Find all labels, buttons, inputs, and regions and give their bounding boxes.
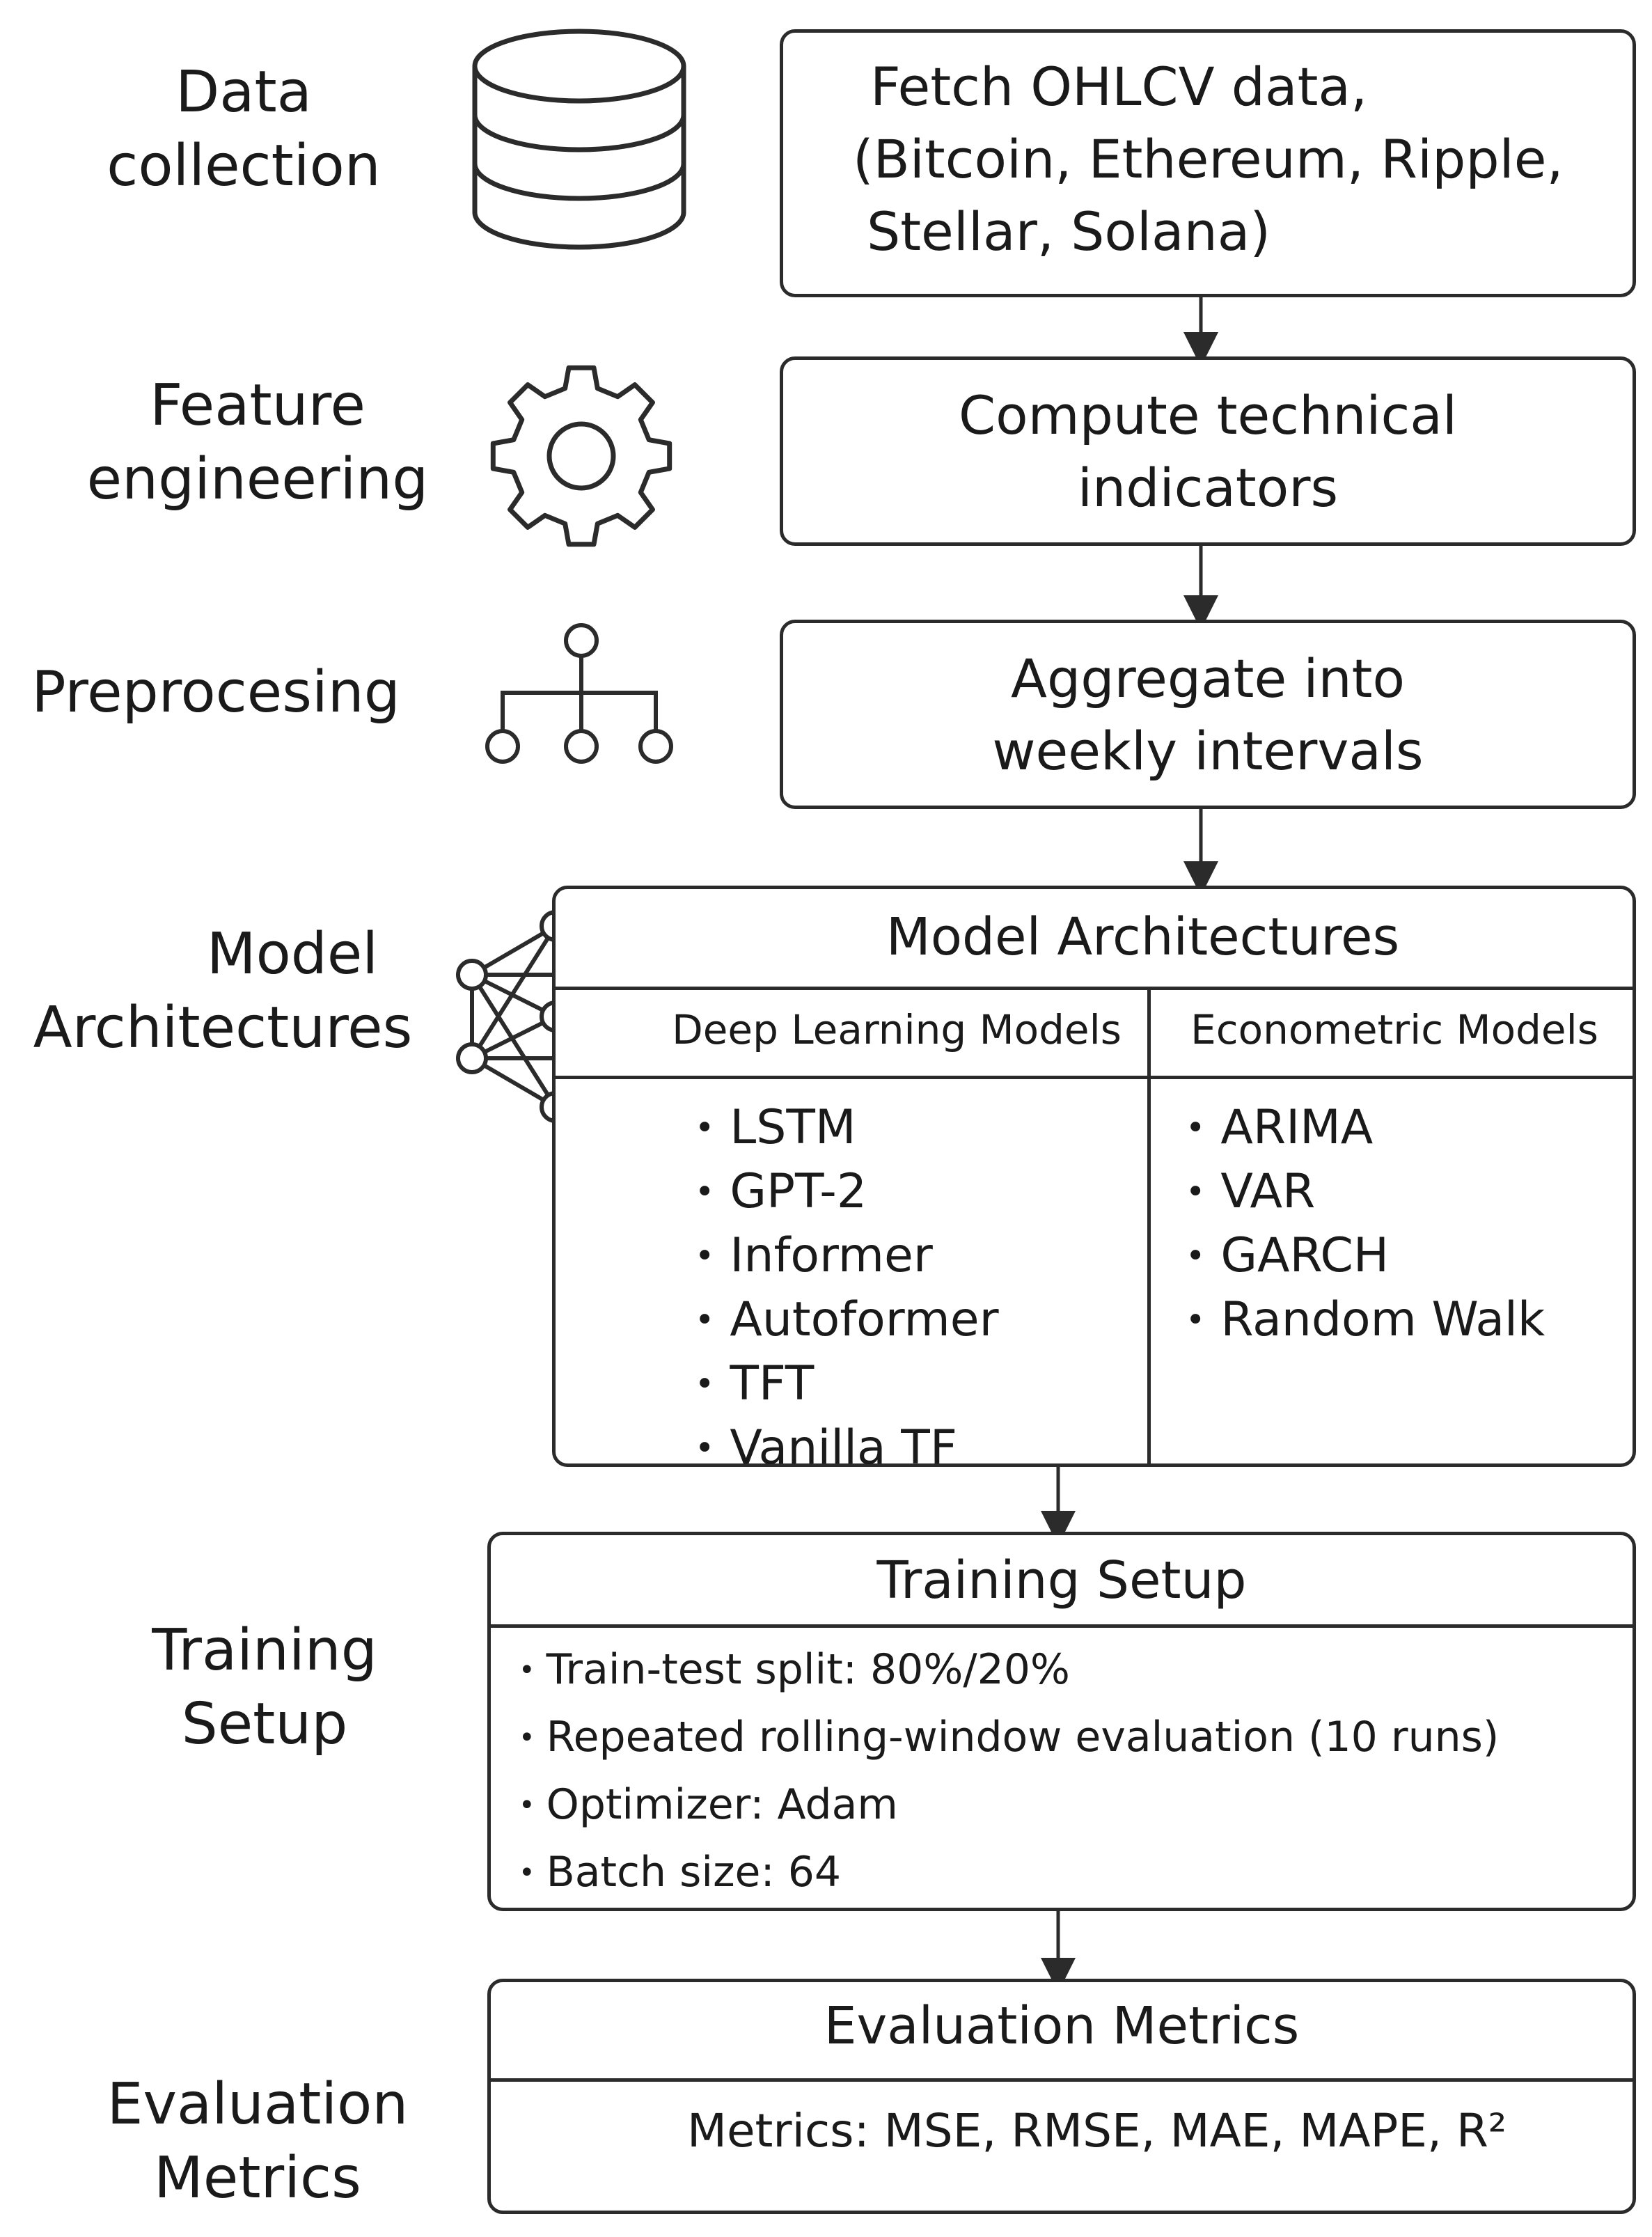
- box-training-setup: Training Setup Train-test split: 80%/20%…: [487, 1532, 1636, 1911]
- label-line: Feature: [150, 372, 365, 439]
- econometric-header: Econometric Models: [1190, 1006, 1598, 1053]
- label-line: Data: [175, 59, 312, 125]
- evaluation-metrics-title: Evaluation Metrics: [824, 1996, 1300, 2056]
- list-item: Repeated rolling-window evaluation (10 r…: [519, 1706, 1500, 1773]
- label-model-architectures: Model Architectures: [0, 918, 446, 1065]
- list-item: Informer: [695, 1226, 999, 1290]
- label-evaluation-metrics: Evaluation Metrics: [63, 2068, 453, 2215]
- econometric-list: ARIMA VAR GARCH Random Walk: [1186, 1098, 1545, 1354]
- list-item: TFT: [695, 1354, 999, 1418]
- list-item: Train-test split: 80%/20%: [519, 1638, 1499, 1706]
- list-item: GARCH: [1186, 1226, 1545, 1290]
- training-setup-list: Train-test split: 80%/20% Repeated rolli…: [519, 1638, 1500, 1908]
- list-item: LSTM: [695, 1098, 999, 1162]
- label-line: Model: [206, 921, 379, 987]
- list-item: GPT-2: [695, 1162, 999, 1226]
- box-line: Fetch OHLCV data,: [870, 56, 1368, 118]
- box-data-collection: Fetch OHLCV data, (Bitcoin, Ethereum, Ri…: [780, 29, 1636, 297]
- deep-learning-list: LSTM GPT-2 Informer Autoformer TFT Vanil…: [695, 1098, 999, 1482]
- list-item: Random Walk: [1186, 1290, 1545, 1354]
- box-preprocessing: Aggregate into weekly intervals: [780, 620, 1636, 809]
- model-architectures-title: Model Architectures: [886, 907, 1400, 967]
- label-training-setup: Training Setup: [91, 1614, 439, 1761]
- box-line: weekly intervals: [992, 720, 1424, 782]
- label-feature-engineering: Feature engineering: [35, 369, 480, 517]
- label-line: Metrics: [154, 2145, 361, 2211]
- box-line: Aggregate into: [1011, 647, 1405, 709]
- label-line: engineering: [86, 446, 429, 512]
- list-item: Batch size: 64: [519, 1841, 1499, 1908]
- list-item: ARIMA: [1186, 1098, 1545, 1162]
- divider: [491, 1624, 1633, 1628]
- box-model-architectures: Model Architectures Deep Learning Models…: [552, 886, 1636, 1475]
- list-item: Optimizer: Adam: [519, 1773, 1499, 1841]
- label-preprocessing: Preprocesing: [31, 659, 400, 725]
- deep-learning-header: Deep Learning Models: [672, 1006, 1122, 1053]
- box-evaluation-metrics: Evaluation Metrics Metrics: MSE, RMSE, M…: [487, 1979, 1636, 2214]
- metrics-text: Metrics: MSE, RMSE, MAE, MAPE, R²: [687, 2104, 1507, 2158]
- box-line: (Bitcoin, Ethereum, Ripple,: [853, 128, 1564, 190]
- divider: [491, 2078, 1633, 2082]
- training-setup-title: Training Setup: [876, 1551, 1247, 1610]
- label-line: Setup: [181, 1691, 348, 1757]
- gear-outline: [490, 365, 672, 547]
- database-icon: [472, 29, 686, 250]
- list-item: Vanilla TF: [695, 1418, 999, 1482]
- gear-icon: [490, 365, 672, 547]
- box-line: Compute technical: [959, 384, 1457, 446]
- list-item: Autoformer: [695, 1290, 998, 1354]
- divider: [556, 987, 1633, 990]
- list-item: VAR: [1186, 1162, 1545, 1226]
- label-line: collection: [107, 133, 381, 199]
- label-line: Training: [152, 1617, 377, 1683]
- label-line: Evaluation: [107, 2071, 409, 2137]
- box-feature-engineering: Compute technical indicators: [780, 356, 1636, 546]
- box-line: Stellar, Solana): [867, 201, 1271, 262]
- label-line: Architectures: [33, 995, 413, 1061]
- box-line: indicators: [1077, 457, 1339, 519]
- gear-hub: [546, 421, 616, 491]
- hierarchy-icon: [485, 623, 673, 764]
- label-data-collection: Data collection: [56, 56, 432, 203]
- divider: [556, 1076, 1633, 1079]
- column-divider: [1147, 987, 1151, 1463]
